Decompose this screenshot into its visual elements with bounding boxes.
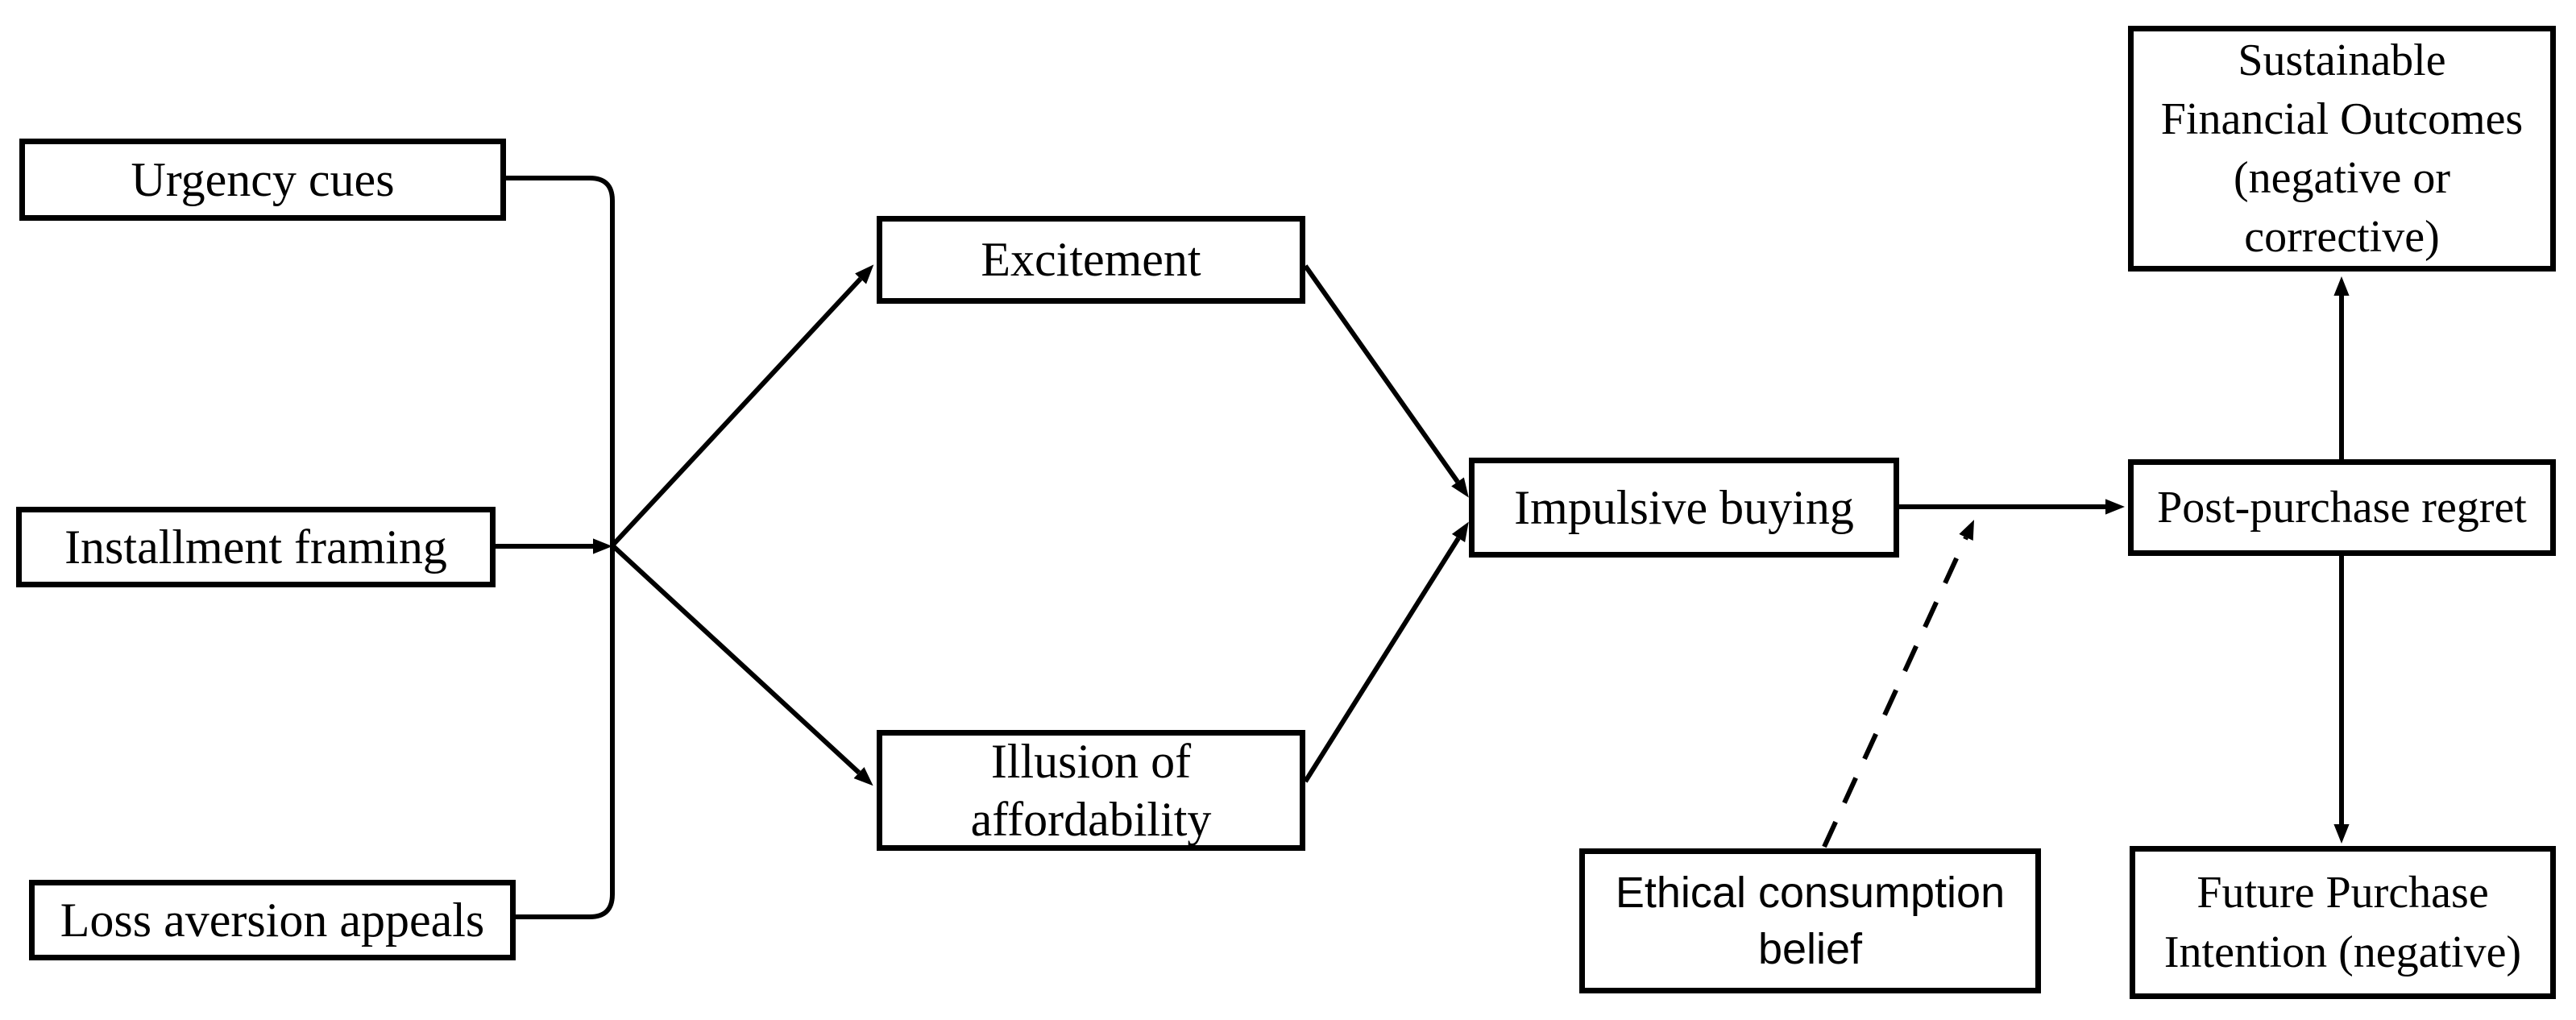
- edge-junction-to-illusion: [610, 543, 873, 786]
- node-urgency-cues-label: Urgency cues: [131, 152, 395, 206]
- node-loss-aversion-appeals: Loss aversion appeals: [29, 880, 516, 960]
- node-installment-framing: Installment framing: [16, 507, 496, 587]
- node-sustainable-financial-outcomes-label: Sustainable Financial Outcomes (negative…: [2160, 35, 2524, 262]
- node-future-purchase-intention: Future Purchase Intention (negative): [2130, 846, 2556, 999]
- node-loss-aversion-appeals-label: Loss aversion appeals: [60, 893, 485, 947]
- node-impulsive-buying: Impulsive buying: [1469, 458, 1899, 558]
- node-excitement: Excitement: [877, 216, 1305, 304]
- node-future-purchase-intention-label: Future Purchase Intention (negative): [2163, 868, 2522, 977]
- node-urgency-cues: Urgency cues: [19, 139, 506, 221]
- node-impulsive-buying-label: Impulsive buying: [1514, 480, 1854, 534]
- node-illusion-of-affordability: Illusion of affordability: [877, 730, 1305, 851]
- edge-illusion-to-impulsive: [1303, 521, 1469, 783]
- node-illusion-of-affordability-label: Illusion of affordability: [970, 735, 1212, 846]
- node-sustainable-financial-outcomes: Sustainable Financial Outcomes (negative…: [2128, 26, 2556, 272]
- node-excitement-label: Excitement: [981, 233, 1201, 286]
- node-installment-framing-label: Installment framing: [64, 520, 447, 574]
- edge-urgency-to-junction: [501, 176, 615, 545]
- node-post-purchase-regret: Post-purchase regret: [2128, 459, 2556, 556]
- edge-excitement-to-impulsive: [1303, 264, 1469, 498]
- node-ethical-consumption-belief: Ethical consumption belief: [1579, 848, 2041, 993]
- node-ethical-consumption-belief-label: Ethical consumption belief: [1615, 869, 2006, 973]
- node-post-purchase-regret-label: Post-purchase regret: [2157, 483, 2527, 533]
- edge-loss-to-junction: [516, 545, 615, 919]
- edge-ethical-moderation: [1822, 520, 1974, 848]
- edge-junction-to-excitement: [610, 264, 874, 548]
